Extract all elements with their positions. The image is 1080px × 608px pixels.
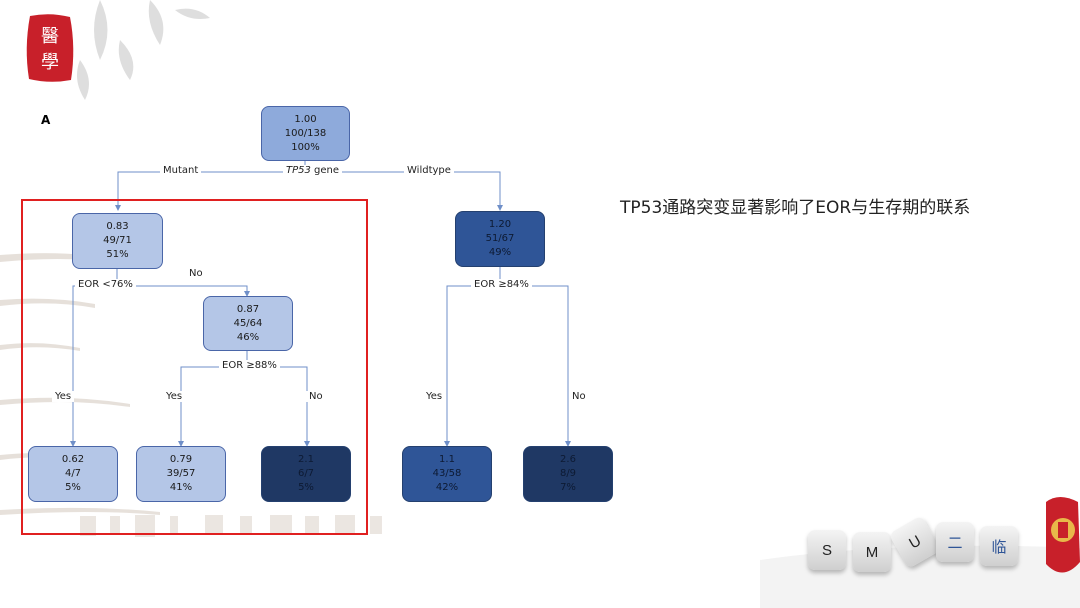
node-percent: 42%: [435, 482, 459, 493]
node-percent: 5%: [65, 482, 81, 493]
node-count: 51/67: [485, 233, 515, 244]
keyboard-key-er: 二: [936, 522, 974, 562]
tree-leaf-4: 1.1 43/58 42%: [402, 446, 492, 502]
node-count: 6/7: [297, 468, 315, 479]
node-count: 45/64: [233, 317, 263, 329]
node-percent: 5%: [298, 482, 314, 493]
node-hr: 0.83: [106, 221, 129, 232]
edge-label-inner-yes: Yes: [163, 391, 186, 402]
edge-label-mutant-yes: Yes: [52, 391, 75, 402]
node-hr: 2.6: [560, 454, 576, 465]
node-hr: 2.1: [298, 454, 314, 465]
keyboard-key-lin: 临: [980, 526, 1018, 566]
node-hr: 1.20: [488, 219, 512, 230]
edge-label-wildtype-split: EOR ≥84%: [471, 279, 532, 290]
node-percent: 100%: [291, 141, 320, 153]
edge-label-mutant-no: No: [189, 268, 203, 279]
node-count: 49/71: [103, 235, 132, 246]
edge-label-mutant: Mutant: [160, 165, 202, 176]
node-percent: 49%: [488, 247, 512, 258]
svg-text:醫: 醫: [41, 26, 59, 47]
node-count: 43/58: [432, 468, 462, 479]
node-hr: 1.1: [439, 454, 455, 465]
edge-label-wildtype: Wildtype: [404, 165, 454, 176]
tree-leaf-5: 2.6 8/9 7%: [523, 446, 613, 502]
node-hr: 0.62: [61, 454, 85, 465]
tree-leaf-3: 2.1 6/7 5%: [261, 446, 351, 502]
tree-leaf-2: 0.79 39/57 41%: [136, 446, 226, 502]
university-emblem: [1038, 492, 1080, 582]
node-count: 100/138: [284, 127, 327, 139]
college-logo-seal: 醫 學: [24, 12, 76, 84]
tree-node-root: 1.00 100/138 100%: [261, 106, 350, 161]
node-percent: 51%: [106, 249, 129, 260]
keyboard-key-m: M: [853, 532, 891, 572]
edge-label-wildtype-yes: Yes: [423, 391, 446, 402]
edge-label-inner-no: No: [306, 391, 326, 402]
node-count: 4/7: [64, 468, 82, 479]
node-percent: 7%: [560, 482, 576, 493]
edge-label-wildtype-no: No: [569, 391, 589, 402]
tree-node-mutant-no: 0.87 45/64 46%: [203, 296, 293, 351]
tree-node-wildtype: 1.20 51/67 49%: [455, 211, 545, 267]
svg-text:學: 學: [41, 52, 59, 73]
node-count: 8/9: [559, 468, 577, 479]
node-percent: 41%: [169, 482, 193, 493]
panel-letter: A: [41, 113, 51, 127]
node-hr: 1.00: [294, 113, 317, 125]
edge-label-mutant-split: EOR <76%: [75, 279, 136, 290]
edge-label-inner-split: EOR ≥88%: [219, 360, 280, 371]
highlight-box: [21, 199, 368, 535]
tree-leaf-1: 0.62 4/7 5%: [28, 446, 118, 502]
node-hr: 0.87: [236, 303, 260, 315]
edge-label-tp53: TP53: [286, 165, 311, 176]
tree-node-mutant: 0.83 49/71 51%: [72, 213, 163, 269]
keyboard-key-s: S: [808, 530, 846, 570]
slide-caption: TP53通路突变显著影响了EOR与生存期的联系: [620, 198, 971, 218]
node-count: 39/57: [166, 468, 196, 479]
node-hr: 0.79: [169, 454, 193, 465]
node-percent: 46%: [236, 331, 260, 343]
edge-label-tp53-gene: TP53 gene: [283, 165, 343, 176]
edge-label-gene: gene: [310, 165, 340, 176]
